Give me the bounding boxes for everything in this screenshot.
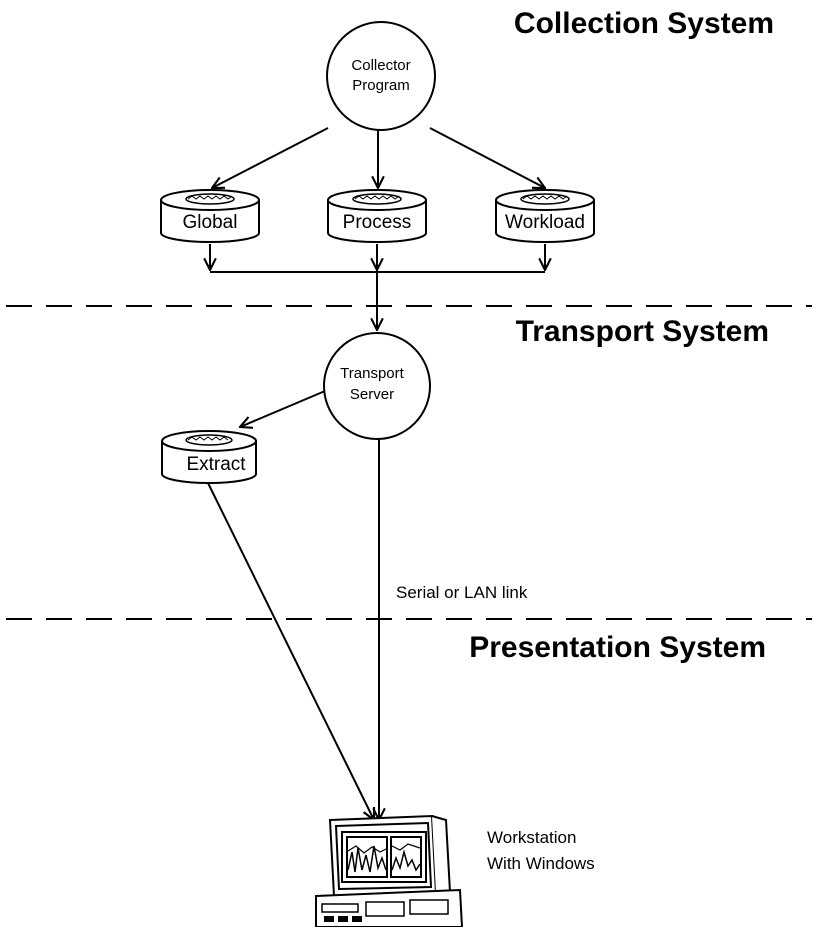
extract-log-file: Extract bbox=[161, 430, 257, 484]
process-log-file: Process bbox=[327, 189, 427, 243]
section-title-collection: Collection System bbox=[514, 7, 774, 40]
global-log-file: Global bbox=[160, 189, 260, 243]
workstation-label-line1: Workstation bbox=[487, 828, 576, 847]
arrow-collector-to-global bbox=[212, 127, 329, 188]
arrow-collector-to-workload bbox=[429, 127, 545, 188]
transport-label-line2: Server bbox=[350, 386, 394, 403]
workload-label: Workload bbox=[505, 212, 585, 233]
collector-label-line2: Program bbox=[352, 77, 410, 94]
extract-label: Extract bbox=[186, 454, 246, 475]
workstation-label-line2: With Windows bbox=[487, 854, 595, 873]
global-label: Global bbox=[183, 212, 238, 233]
collector-label-line1: Collector bbox=[351, 57, 410, 74]
workstation-computer-icon bbox=[315, 814, 464, 927]
arrow-extract-to-workstation bbox=[207, 482, 374, 820]
section-title-transport: Transport System bbox=[516, 315, 769, 348]
transport-label-line1: Transport bbox=[340, 365, 404, 382]
link-label: Serial or LAN link bbox=[396, 583, 528, 602]
arrow-transport-to-extract bbox=[240, 390, 326, 427]
workload-log-file: Workload bbox=[495, 189, 595, 243]
collector-program-node: Collector Program bbox=[326, 21, 436, 131]
transport-server-node: Transport Server bbox=[323, 332, 431, 440]
process-label: Process bbox=[343, 212, 412, 233]
section-title-presentation: Presentation System bbox=[469, 631, 766, 664]
